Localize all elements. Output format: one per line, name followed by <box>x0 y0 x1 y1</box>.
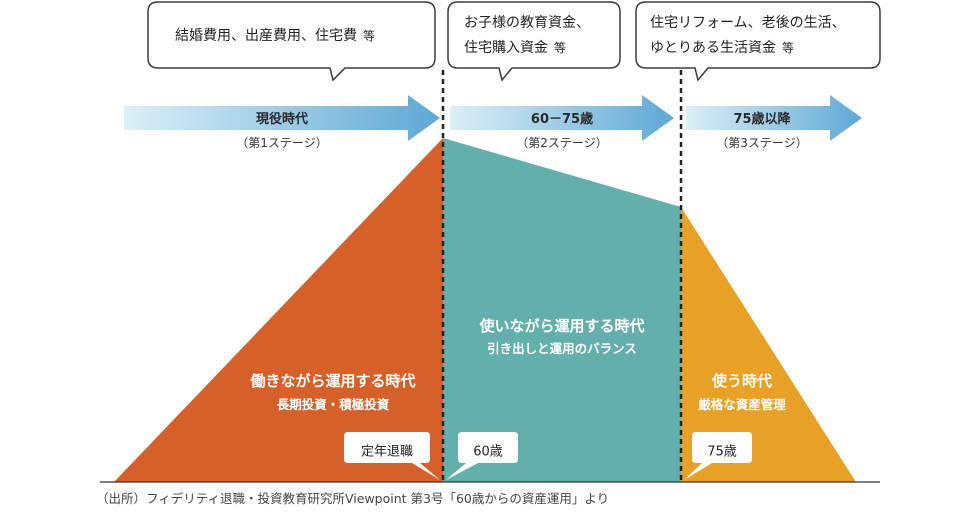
stage1-subtitle: （第1ステージ） <box>236 136 327 150</box>
bubble-stage1-suffix: 等 <box>363 29 375 43</box>
bubble-stage1: 結婚費用、出産費用、住宅費等 <box>147 1 436 82</box>
region1-title: 働きながら運用する時代 <box>249 372 415 390</box>
stage-arrow-3 <box>686 95 862 141</box>
region3-title: 使う時代 <box>711 372 772 390</box>
stage2-title: 60－75歳 <box>531 111 593 127</box>
bubble-stage3-suffix: 等 <box>782 41 794 55</box>
tag-age-75-label: 75歳 <box>707 445 737 460</box>
bubble-stage1-line: 結婚費用、出産費用、住宅費 <box>175 28 357 44</box>
stage-arrow-2 <box>450 95 674 141</box>
bubble-stage3-line1: 住宅リフォーム、老後の生活、 <box>650 15 846 31</box>
bubble-stage2-suffix: 等 <box>554 41 566 55</box>
region-drawdown <box>443 138 681 482</box>
region2-subtitle: 引き出しと運用のバランス <box>487 341 637 356</box>
region-spending <box>681 207 856 482</box>
region1-subtitle: 長期投資・積極投資 <box>277 397 390 412</box>
bubble-stage2-line1: お子様の教育資金、 <box>464 15 590 31</box>
region-accumulation <box>114 138 443 482</box>
stage2-subtitle: （第2ステージ） <box>516 136 607 150</box>
tag-retirement-label: 定年退職 <box>361 445 413 460</box>
stage3-title: 75歳以降 <box>733 111 791 127</box>
bubble-stage3-line2: ゆとりある生活資金 <box>650 40 776 56</box>
stage-arrow-1 <box>124 95 440 141</box>
bubble-stage2: お子様の教育資金、 住宅購入資金等 <box>447 1 621 82</box>
source-note: （出所）フィデリティ退職・投資教育研究所Viewpoint 第3号「60歳からの… <box>96 491 609 506</box>
tag-retirement: 定年退職 <box>344 432 440 480</box>
stage1-title: 現役時代 <box>256 111 308 127</box>
stage3-subtitle: （第3ステージ） <box>716 136 807 150</box>
region2-title: 使いながら運用する時代 <box>478 317 644 335</box>
tag-age-60-label: 60歳 <box>473 445 503 460</box>
bubble-stage2-line2: 住宅購入資金 <box>464 40 548 56</box>
tag-age-60: 60歳 <box>446 432 518 480</box>
tag-age-75: 75歳 <box>684 432 752 480</box>
region3-subtitle: 厳格な資産管理 <box>698 397 786 412</box>
bubble-stage3: 住宅リフォーム、老後の生活、 ゆとりある生活資金等 <box>635 1 881 82</box>
